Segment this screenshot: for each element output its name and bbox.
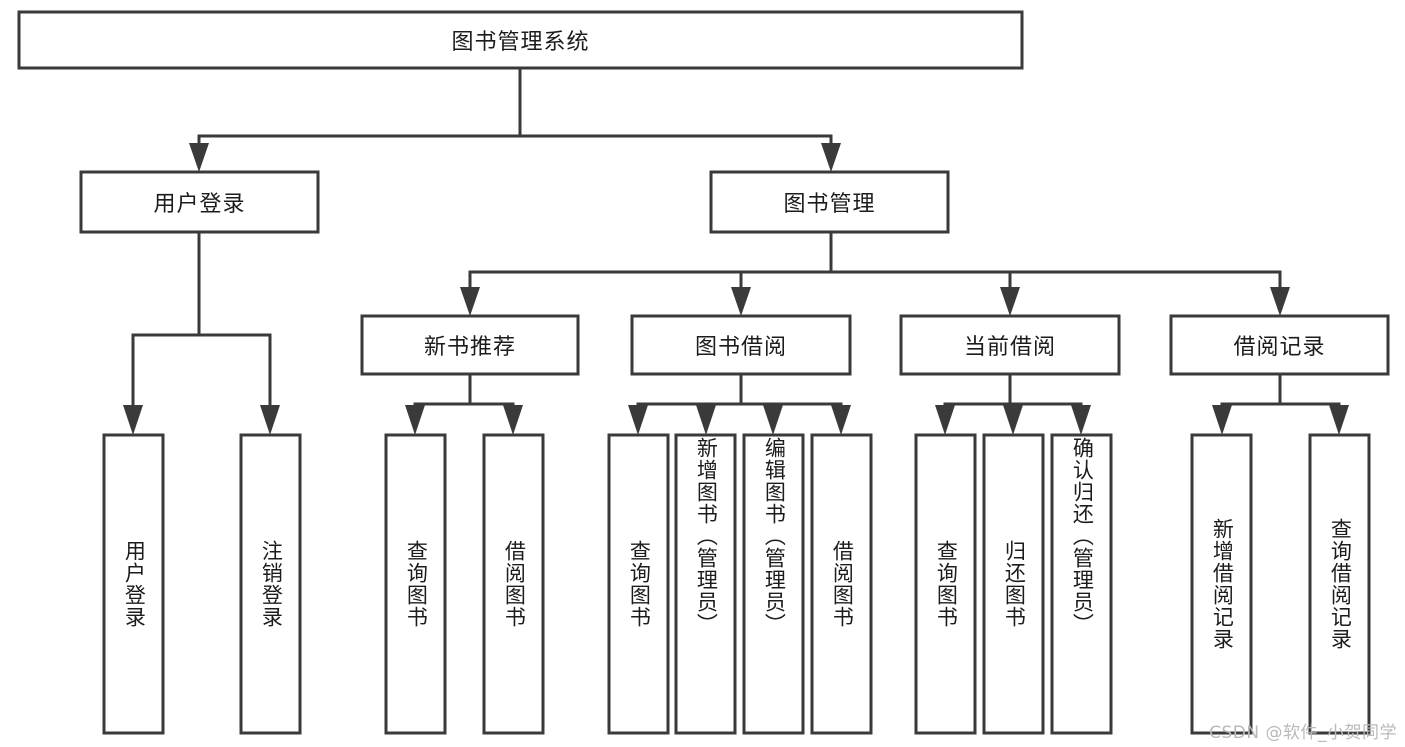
leaf-box-add-book-admin[interactable] (674, 433, 737, 735)
leaf-box-query-book-borrow[interactable] (607, 433, 670, 735)
leaf-box-logout[interactable] (239, 433, 302, 735)
watermark-text: CSDN @软件_小贺同学 (1209, 723, 1397, 743)
leaf-box-confirm-return-admin[interactable] (1050, 433, 1113, 735)
leaf-box-edit-book-admin[interactable] (742, 433, 805, 735)
arrow-head-icon (763, 405, 783, 435)
leaf-box-borrow-book[interactable] (810, 433, 873, 735)
connector-group-user-login (123, 230, 280, 435)
arrow-head-icon (628, 405, 648, 435)
connector-group-current-borrow (935, 372, 1091, 435)
arrow-head-icon (1071, 405, 1091, 435)
connector-group-book-borrow (628, 372, 851, 435)
leaf-box-query-book-recommend[interactable] (384, 433, 447, 735)
node-box-book-borrow[interactable] (630, 314, 852, 376)
arrow-head-icon (1212, 405, 1232, 435)
node-box-current-borrow[interactable] (899, 314, 1121, 376)
arrow-head-icon (1003, 405, 1023, 435)
leaf-box-query-book-current[interactable] (914, 433, 977, 735)
connector-group-new-book-recommend (405, 372, 523, 435)
node-box-book-management[interactable] (709, 170, 950, 234)
arrow-head-icon (260, 405, 280, 435)
leaf-box-return-book[interactable] (982, 433, 1045, 735)
arrow-head-icon (1329, 405, 1349, 435)
node-box-root[interactable] (17, 10, 1024, 70)
arrow-head-icon (189, 143, 209, 172)
leaf-box-query-borrow-record[interactable] (1308, 433, 1371, 735)
arrow-head-icon (405, 405, 425, 435)
arrow-head-icon (731, 287, 751, 316)
node-box-borrow-record[interactable] (1169, 314, 1390, 376)
arrow-head-icon (1270, 287, 1290, 316)
leaf-box-user-login[interactable] (102, 433, 165, 735)
arrow-head-icon (696, 405, 716, 435)
leaf-box-borrow-book-recommend[interactable] (482, 433, 545, 735)
connector-group-borrow-record (1212, 372, 1349, 435)
arrow-head-icon (935, 405, 955, 435)
arrow-head-icon (1000, 287, 1020, 316)
arrow-head-icon (123, 405, 143, 435)
arrow-head-icon (831, 405, 851, 435)
node-box-new-book-recommend[interactable] (360, 314, 580, 376)
arrow-head-icon (460, 287, 480, 316)
connector-group-root (189, 66, 841, 172)
leaf-box-add-borrow-record[interactable] (1190, 433, 1253, 735)
connector-group-book-management (460, 230, 1290, 316)
arrow-head-icon (503, 405, 523, 435)
arrow-head-icon (821, 143, 841, 172)
node-box-user-login[interactable] (79, 170, 320, 234)
